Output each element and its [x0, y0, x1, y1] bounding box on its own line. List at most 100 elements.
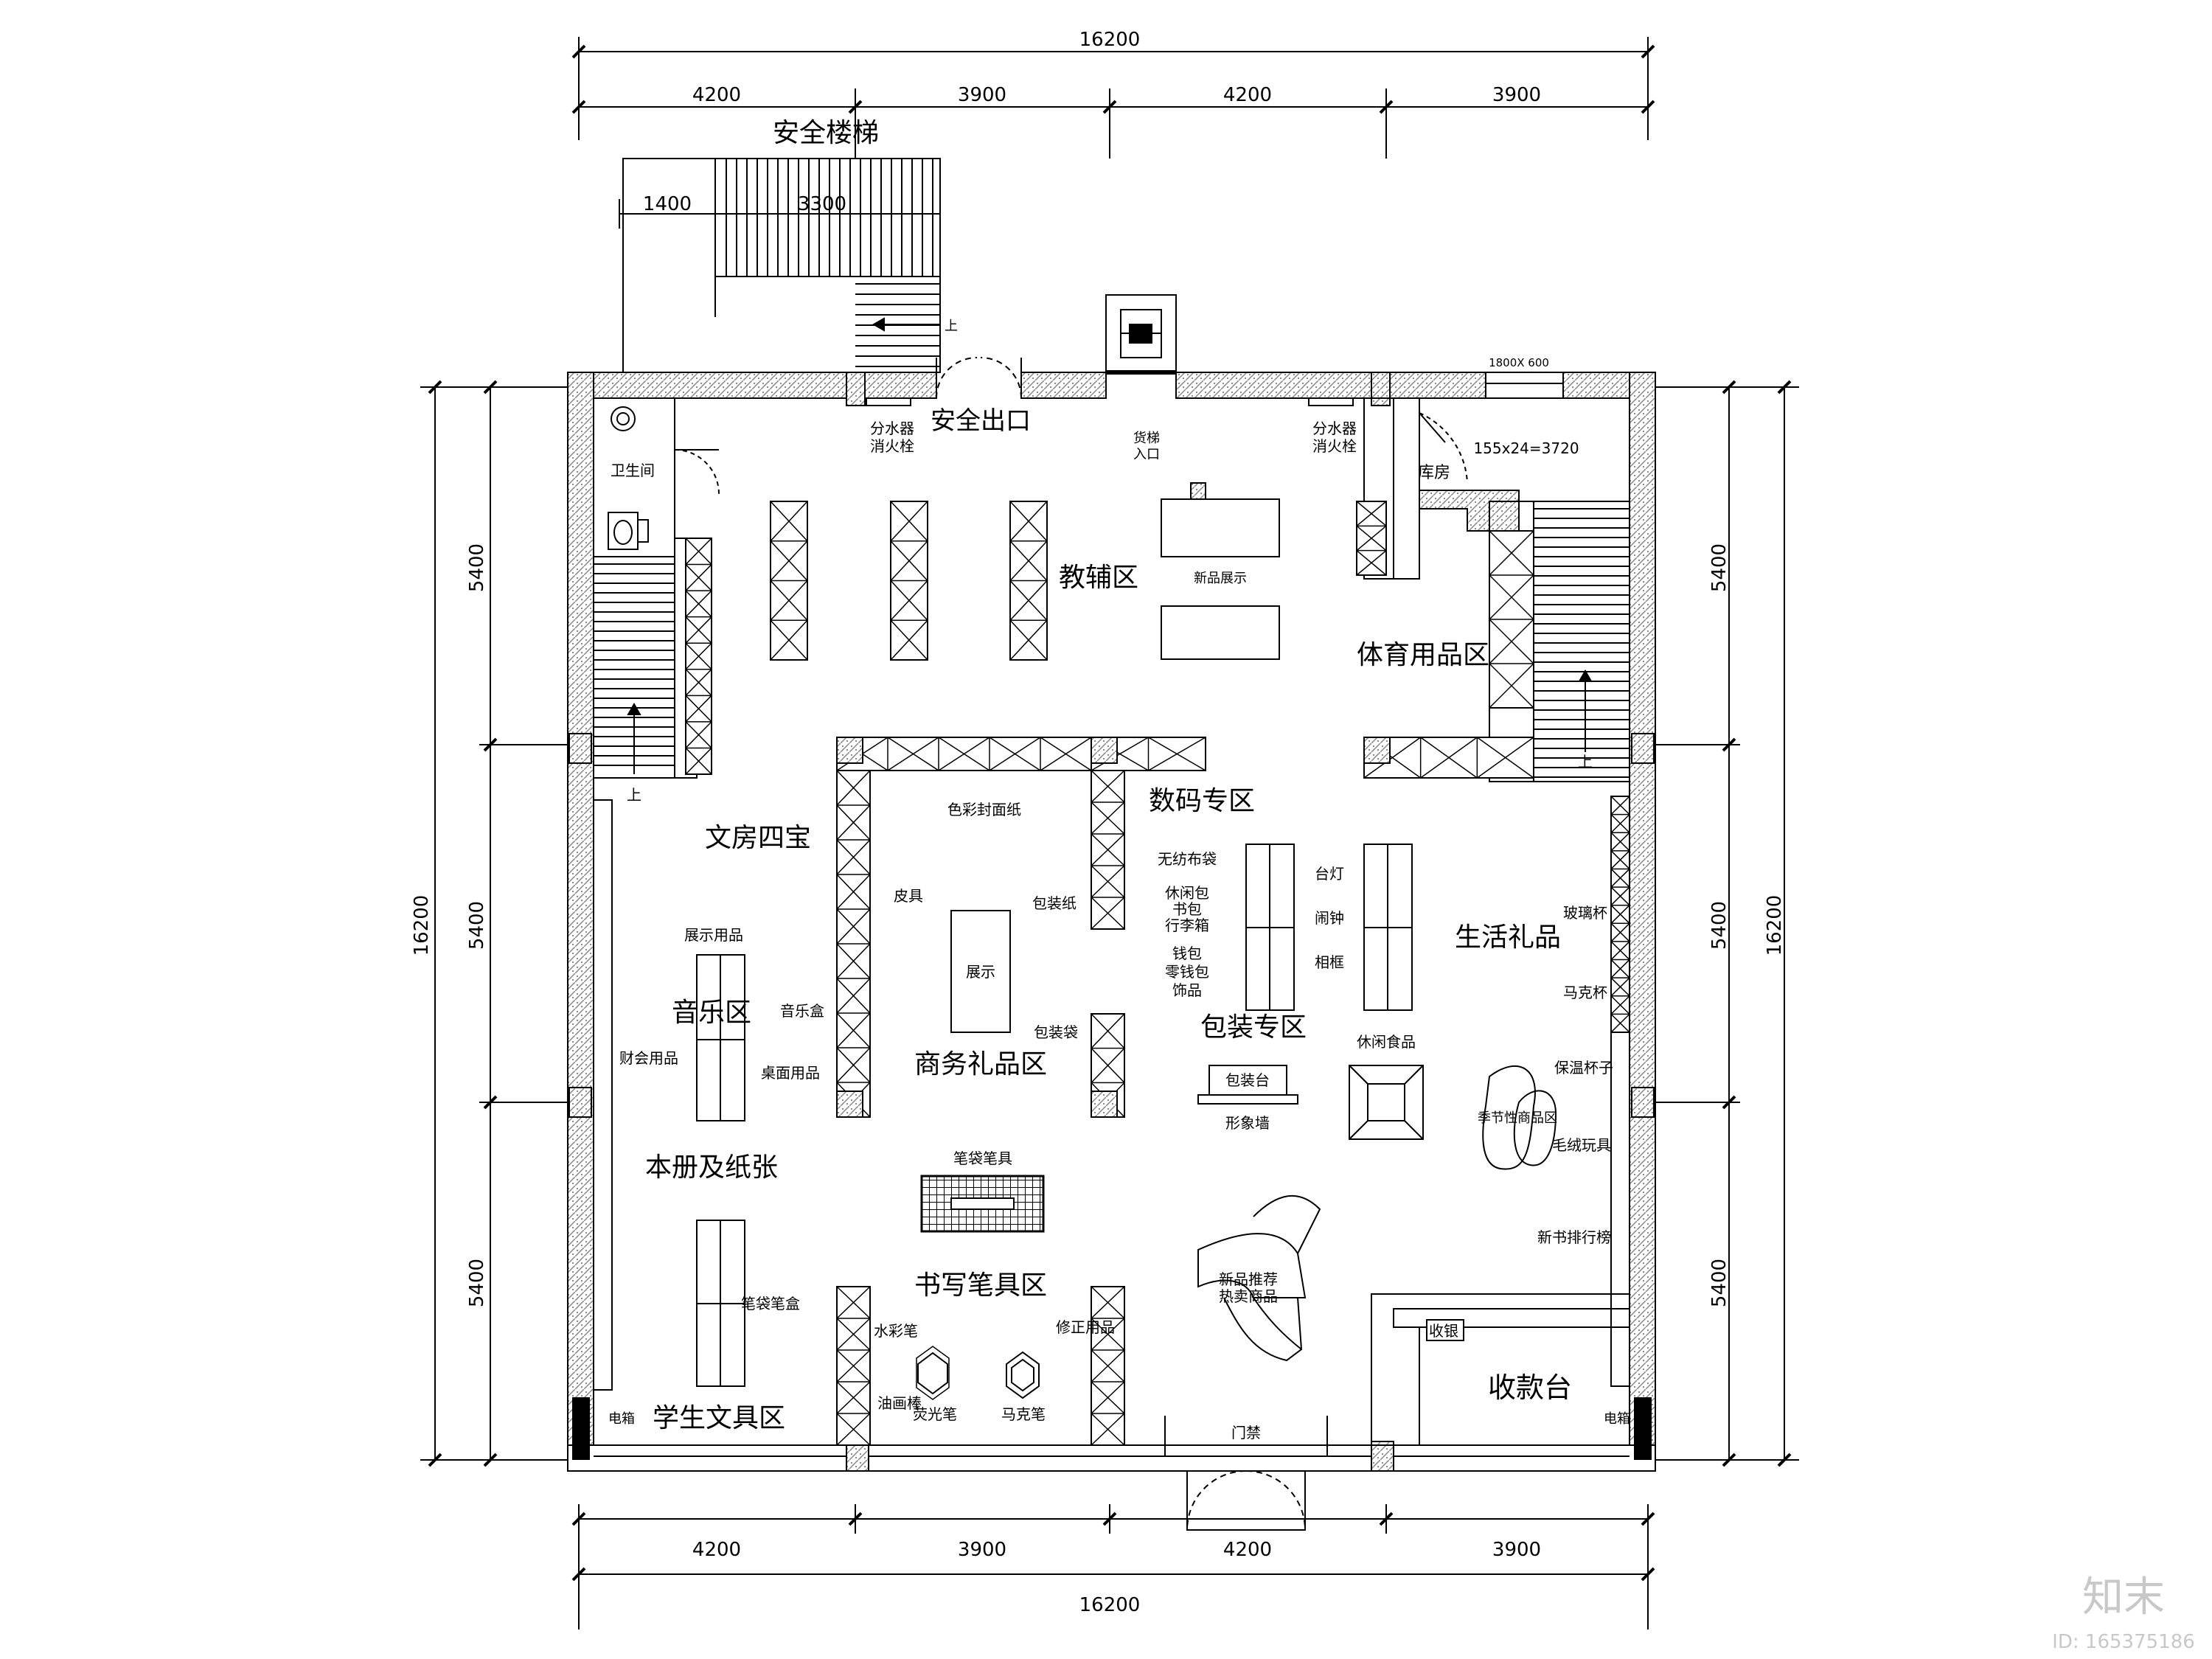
dim-stair-seg-1: 1400: [643, 193, 692, 215]
digital-items-list: 无纺布袋 休闲包 书包 行李箱 钱包 零钱包 饰品: [1158, 850, 1217, 999]
shelf-endcap: [836, 737, 863, 764]
dim-top-seg-1: 4200: [692, 84, 741, 106]
label-watercolor: 水彩笔: [874, 1322, 918, 1340]
freight-elevator-label-2: 入口: [1133, 447, 1160, 462]
shelf-unit: [1091, 770, 1125, 930]
shelves: [685, 501, 1630, 1446]
dim-stair-seg-2: 3300: [798, 193, 846, 215]
shelf-endcap: [1091, 1091, 1118, 1118]
freight-elevator: [1105, 294, 1177, 375]
new-display-label: 新品展示: [1194, 571, 1247, 586]
water-valve-left-label-2: 消火栓: [870, 437, 914, 455]
water-valve-right-label-2: 消火栓: [1312, 437, 1357, 455]
label-plush: 毛绒玩具: [1552, 1136, 1611, 1154]
dim-bottom-seg-3: 4200: [1223, 1539, 1272, 1561]
label-finance-supplies: 财会用品: [619, 1049, 678, 1067]
shelf-unit: [1356, 501, 1387, 576]
dim-left-seg-1: 5400: [466, 543, 488, 592]
zone-digital: 数码专区: [1149, 786, 1255, 816]
shelf-unit: [1610, 796, 1630, 1033]
electric-box-right: 电箱: [1604, 1411, 1630, 1427]
shelf-unit: [836, 737, 1092, 771]
shelf-unit: [836, 1286, 871, 1446]
pen-tool-counter: [920, 1175, 1045, 1233]
label-bestseller: 新书排行榜: [1537, 1228, 1611, 1246]
storeroom-label: 库房: [1418, 464, 1450, 482]
water-valve-left-label-1: 分水器: [870, 420, 914, 437]
shelf-unit: [1489, 530, 1534, 709]
label-desk-supplies: 桌面用品: [761, 1064, 820, 1082]
cash-register-label: 收银: [1429, 1322, 1458, 1340]
shelf-unit: [1091, 1286, 1125, 1446]
stair-top-up: 上: [945, 319, 958, 334]
digital-table-2: [1363, 844, 1413, 1011]
dim-top-seg-3: 4200: [1223, 84, 1272, 106]
dimension-ticks: [428, 44, 1792, 1582]
zone-sports: 体育用品区: [1357, 640, 1489, 670]
dim-right-seg-2: 5400: [1708, 901, 1731, 950]
label-new-pick-1: 新品推荐: [1219, 1270, 1278, 1288]
dim-bottom-seg-4: 3900: [1492, 1539, 1541, 1561]
label-correction: 修正用品: [1056, 1318, 1115, 1336]
dimension-labels: 16200 4200 3900 4200 3900 4200 3900 4200…: [411, 29, 1786, 1616]
label-color-cover-paper: 色彩封面纸: [947, 801, 1021, 818]
label-pen-case: 笔袋笔盒: [741, 1295, 800, 1312]
left-stair: [593, 538, 698, 779]
notebook-table: [696, 1220, 745, 1387]
zone-life-gift: 生活礼品: [1455, 922, 1561, 953]
label-digital-item-3: 书包: [1172, 900, 1202, 918]
shelf-unit: [770, 501, 808, 661]
label-digital-item-2: 休闲包: [1165, 884, 1209, 902]
dim-top-seg-2: 3900: [958, 84, 1006, 106]
label-clock: 闹钟: [1315, 909, 1344, 927]
label-digital-item-4: 行李箱: [1165, 917, 1209, 934]
cashier-label: 收款台: [1488, 1371, 1572, 1404]
dim-bottom-seg-2: 3900: [958, 1539, 1006, 1561]
label-marker: 马克笔: [1001, 1405, 1046, 1423]
dim-right-seg-3: 5400: [1708, 1259, 1731, 1307]
dim-left-seg-2: 5400: [466, 901, 488, 950]
label-photo-frame: 相框: [1315, 953, 1344, 971]
label-digital-item-7: 饰品: [1172, 981, 1202, 999]
central-display-table: [950, 910, 1011, 1033]
shelf-unit: [890, 501, 928, 661]
label-digital-item-6: 零钱包: [1165, 963, 1209, 981]
new-pick-stand: [1197, 1195, 1321, 1362]
label-leather: 皮具: [894, 887, 923, 905]
dim-top-seg-4: 3900: [1492, 84, 1541, 106]
zone-notebooks: 本册及纸张: [645, 1152, 778, 1183]
window-note: 1800X 600: [1489, 356, 1549, 369]
shelf-unit: [836, 770, 871, 1118]
shelf-unit: [1009, 501, 1048, 661]
label-thermos: 保温杯子: [1554, 1059, 1613, 1077]
cashier-counter: [1371, 1293, 1630, 1446]
zone-packaging: 包装专区: [1200, 1012, 1307, 1043]
label-snacks: 休闲食品: [1357, 1033, 1416, 1051]
watermark-id: ID: 165375186: [2052, 1631, 2195, 1653]
shelf-unit: [685, 538, 712, 775]
seasonal-stands: [1482, 1065, 1557, 1170]
hex-stands: [916, 1346, 1040, 1400]
label-digital-item-5: 钱包: [1172, 945, 1202, 962]
pack-table-label: 包装台: [1225, 1071, 1270, 1089]
outer-walls: [567, 372, 1656, 1472]
pack-table: [1197, 1065, 1298, 1105]
door-label: 门禁: [1231, 1424, 1261, 1441]
label-packing-bag: 包装袋: [1034, 1023, 1078, 1041]
digital-table-1: [1245, 844, 1295, 1011]
label-pen-tools: 笔袋笔具: [953, 1150, 1012, 1167]
window-top-right: [1485, 372, 1564, 399]
watermark-brand: 知末: [2082, 1573, 2165, 1621]
right-stair-up: 上: [1578, 753, 1593, 771]
safety-exit-label: 安全出口: [931, 406, 1031, 436]
water-valve-left-box: [866, 397, 911, 406]
new-display-tables: [1161, 482, 1280, 660]
water-valve-right-label-1: 分水器: [1312, 420, 1357, 437]
zone-four-treasures: 文房四宝: [705, 823, 811, 853]
label-seasonal: 季节性商品区: [1478, 1110, 1557, 1126]
dim-left-seg-3: 5400: [466, 1259, 488, 1307]
water-valve-right-box: [1308, 397, 1354, 406]
zone-student: 学生文具区: [653, 1403, 785, 1433]
music-table: [696, 954, 745, 1121]
shelf-endcap: [1091, 737, 1118, 764]
